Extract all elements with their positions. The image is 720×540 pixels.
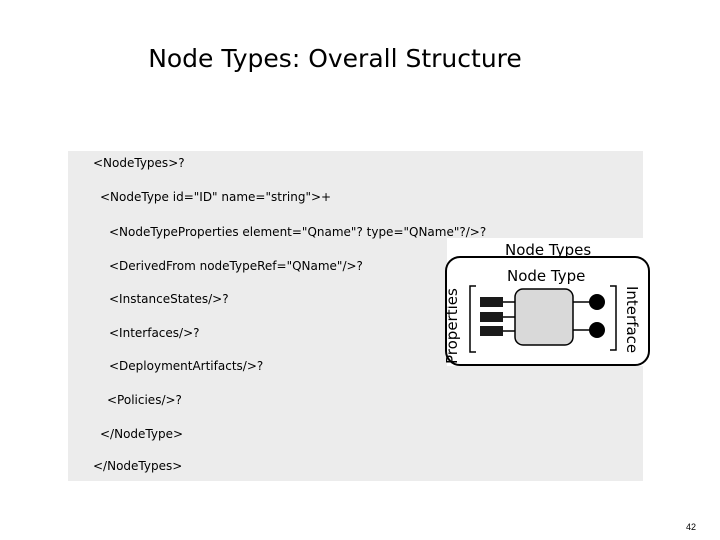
properties-bracket [469, 285, 476, 353]
code-line-derivedfrom: <DerivedFrom nodeTypeRef="QName"/>? [109, 259, 363, 273]
interface-operation-icon [589, 294, 605, 310]
code-line-instancestates: <InstanceStates/>? [109, 292, 229, 306]
node-type-label: Node Type [507, 267, 586, 285]
page-number: 42 [685, 522, 696, 532]
code-line-interfaces: <Interfaces/>? [109, 326, 200, 340]
interface-operation-icon [589, 322, 605, 338]
property-box [480, 312, 503, 322]
properties-label: Properties [443, 288, 461, 364]
code-line-deploymentartifacts: <DeploymentArtifacts/>? [109, 359, 264, 373]
code-line-nodetype-close: </NodeType> [100, 427, 184, 441]
node-shape [514, 288, 574, 346]
node-types-label: Node Types [505, 241, 592, 259]
code-line-nodetypeproperties: <NodeTypeProperties element="Qname"? typ… [109, 225, 487, 239]
interface-bracket [610, 285, 617, 351]
interface-label: Interface [623, 286, 641, 354]
property-box [480, 297, 503, 307]
code-line-policies: <Policies/>? [107, 393, 182, 407]
slide-title: Node Types: Overall Structure [148, 44, 522, 73]
property-box [480, 326, 503, 336]
node-type-diagram [445, 256, 650, 366]
code-line-nodetypes-close: </NodeTypes> [93, 459, 183, 473]
node-types-container [445, 256, 650, 366]
code-line-nodetypes-open: <NodeTypes>? [93, 156, 185, 170]
code-line-nodetype-open: <NodeType id="ID" name="string">+ [100, 190, 332, 204]
